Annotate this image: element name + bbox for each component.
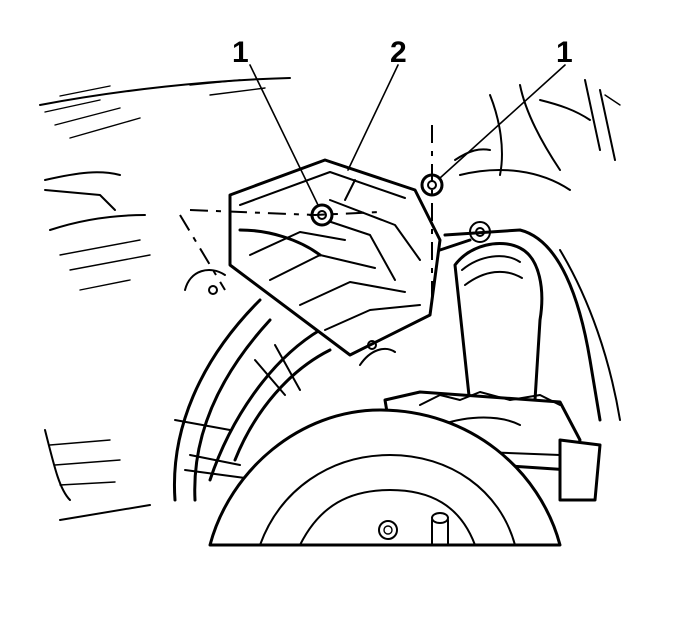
callout-1-left: 1 [232,36,249,69]
brake-hoses [172,298,332,502]
nut-right [420,125,444,300]
callout-1-right: 1 [556,36,573,69]
wheel-well-panel [39,77,291,521]
callout-leaders [249,64,566,206]
strut-tower [454,79,621,191]
heat-shield [228,158,442,357]
callout-2-shield: 2 [390,36,407,69]
brake-rotor [208,408,562,547]
nut-left [189,203,381,227]
mounting-studs [179,214,396,366]
